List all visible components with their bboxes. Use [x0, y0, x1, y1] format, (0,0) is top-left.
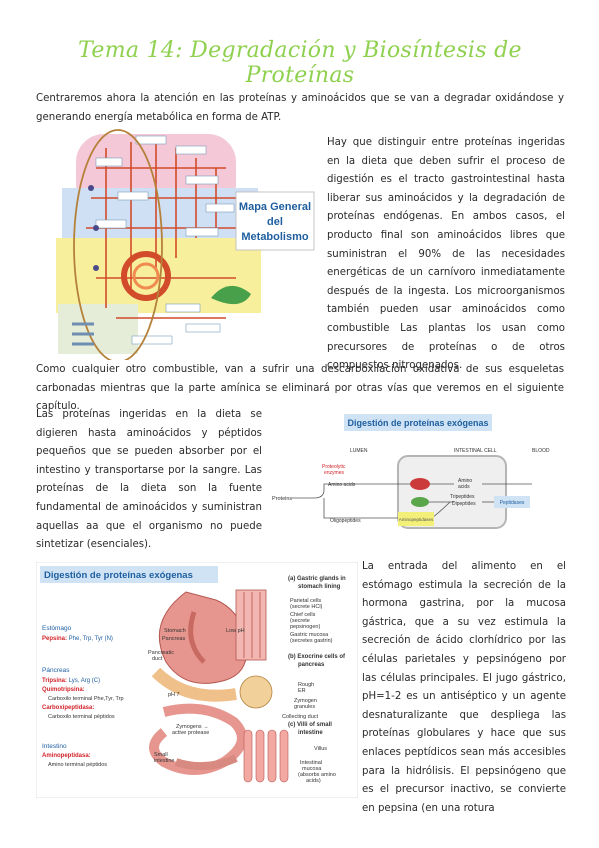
- gastric-glands-title-2: stomach lining: [298, 584, 341, 590]
- parietal-label-2: (secrete HCl): [290, 604, 323, 610]
- oligopeptides-label: Oligopeptides: [330, 518, 361, 524]
- zymogens-label-1: Zymogens →: [176, 724, 209, 730]
- intestinal-mucosa-label-2: mucosa: [302, 766, 322, 772]
- pepsina-aa: Phe, Trp, Tyr (N): [67, 636, 113, 642]
- paragraph-estomago: La entrada del alimento en el estómago e…: [362, 561, 566, 814]
- rough-er-label-2: ER: [298, 688, 306, 694]
- intestinal-mucosa-label-1: Intestinal: [300, 760, 322, 766]
- paragraph-combustible: Como cualquier otro combustible, van a s…: [36, 364, 564, 413]
- collecting-duct-label: Collecting duct: [282, 714, 319, 720]
- pepsina-name: Pepsina:: [42, 636, 67, 642]
- paragraph-ingeridas: Las proteínas ingeridas en la dieta se d…: [36, 409, 262, 551]
- metabolism-map-figure: Mapa General del Metabolismo: [56, 129, 315, 360]
- amino-acids-cell-label-2: acids: [458, 484, 470, 490]
- villus-label: Villus: [314, 746, 327, 752]
- ph7-label: pH 7: [168, 692, 180, 698]
- gastric-mucosa-label-2: (secretes gastrin): [290, 638, 333, 644]
- gastric-glands-title-1: (a) Gastric glands in: [288, 576, 346, 582]
- digestion-cell-title: Digestión de proteínas exógenas: [347, 418, 488, 428]
- page-title: Tema 14: Degradación y Biosíntesis de Pr…: [78, 38, 522, 88]
- zymogen-label-1: Zymogen: [294, 698, 317, 704]
- carboxi-detail: Carboxilo terminal péptidos: [48, 714, 115, 720]
- stomach-label: Stomach: [164, 628, 186, 634]
- pancreatic-duct-label-1: Pancreatic: [148, 650, 174, 656]
- tripsina-line: Tripsina: Lys, Arg (C): [42, 678, 100, 684]
- paragraph-distinguir: Hay que distinguir entre proteínas inger…: [327, 137, 565, 372]
- amino-acids-lumen-label: Amino acids: [328, 482, 356, 488]
- digestion-organs-figure: Digestión de proteínas exógenas Estómago…: [36, 562, 358, 798]
- tripeptides-label: Tripeptides: [450, 494, 475, 500]
- amino-acids-cell-label-1: Amino: [458, 478, 472, 484]
- pepsina-line: Pepsina: Phe, Trp, Tyr (N): [42, 636, 113, 642]
- rough-er-label-1: Rough: [298, 682, 314, 688]
- dipeptides-label: Dipeptides: [452, 501, 476, 507]
- organs-title: Digestión de proteínas exógenas: [44, 570, 193, 581]
- metabolism-label-line2: del: [267, 216, 283, 228]
- villi-title-1: (c) Villi of small: [288, 722, 332, 728]
- parietal-label-1: Parietal cells: [290, 598, 321, 604]
- digestion-cell-figure: Digestión de proteínas exógenas LUMEN IN…: [272, 414, 550, 529]
- aminopeptidases-label: Aminopeptidases: [399, 517, 434, 522]
- chief-label-2: (secrete: [290, 618, 310, 624]
- tripsina-aa: Lys, Arg (C): [67, 678, 100, 684]
- chief-label-1: Chief cells: [290, 612, 316, 618]
- aminopeptidasa-name: Aminopeptidasa:: [42, 753, 91, 759]
- zymogen-label-2: granules: [294, 704, 315, 710]
- intestinal-mucosa-label-3: (absorbs amino: [298, 772, 336, 778]
- exocrine-title-2: pancreas: [298, 662, 325, 668]
- lumen-label: LUMEN: [350, 448, 368, 454]
- villi-title-2: intestine: [298, 730, 323, 736]
- peptidases-label: Peptidases: [500, 500, 525, 506]
- pancreatic-duct-label-2: duct: [152, 656, 163, 662]
- pancreas-head: Páncreas: [42, 667, 70, 674]
- zymogens-label-2: active protease: [172, 730, 209, 736]
- intestinal-cell-label: INTESTINAL CELL: [454, 448, 497, 454]
- carboxi-name: Carboxipeptidasa:: [42, 705, 94, 711]
- quimo-name: Quimotripsina:: [42, 687, 85, 693]
- exocrine-title-1: (b) Exocrine cells of: [288, 654, 346, 660]
- blood-label: BLOOD: [532, 448, 550, 454]
- low-ph-label: Low pH: [226, 628, 245, 634]
- estomago-head: Estómago: [42, 625, 72, 632]
- pancreas-label: Pancreas: [162, 636, 185, 642]
- quimo-detail: Carboxilo terminal Phe,Tyr, Trp: [48, 696, 124, 702]
- tripsina-name: Tripsina:: [42, 678, 67, 684]
- small-intestine-label-1: Small: [154, 752, 168, 758]
- proteins-label: Proteins: [272, 496, 292, 502]
- metabolism-label-line3: Metabolismo: [241, 231, 309, 243]
- metabolism-label-line1: Mapa General: [239, 201, 311, 213]
- enzymes-label: enzymes: [324, 470, 345, 476]
- small-intestine-label-2: intestine: [154, 758, 175, 764]
- aminopeptidasa-detail: Amino terminal péptidos: [48, 762, 107, 768]
- chief-label-3: pepsinogen): [290, 624, 320, 630]
- intestino-head: Intestino: [42, 743, 67, 750]
- paragraph-intro: Centraremos ahora la atención en las pro…: [36, 93, 564, 123]
- gastric-mucosa-label-1: Gastric mucosa: [290, 632, 329, 638]
- intestinal-mucosa-label-4: acids): [306, 778, 321, 784]
- proteolytic-label: Proteolytic: [322, 464, 346, 470]
